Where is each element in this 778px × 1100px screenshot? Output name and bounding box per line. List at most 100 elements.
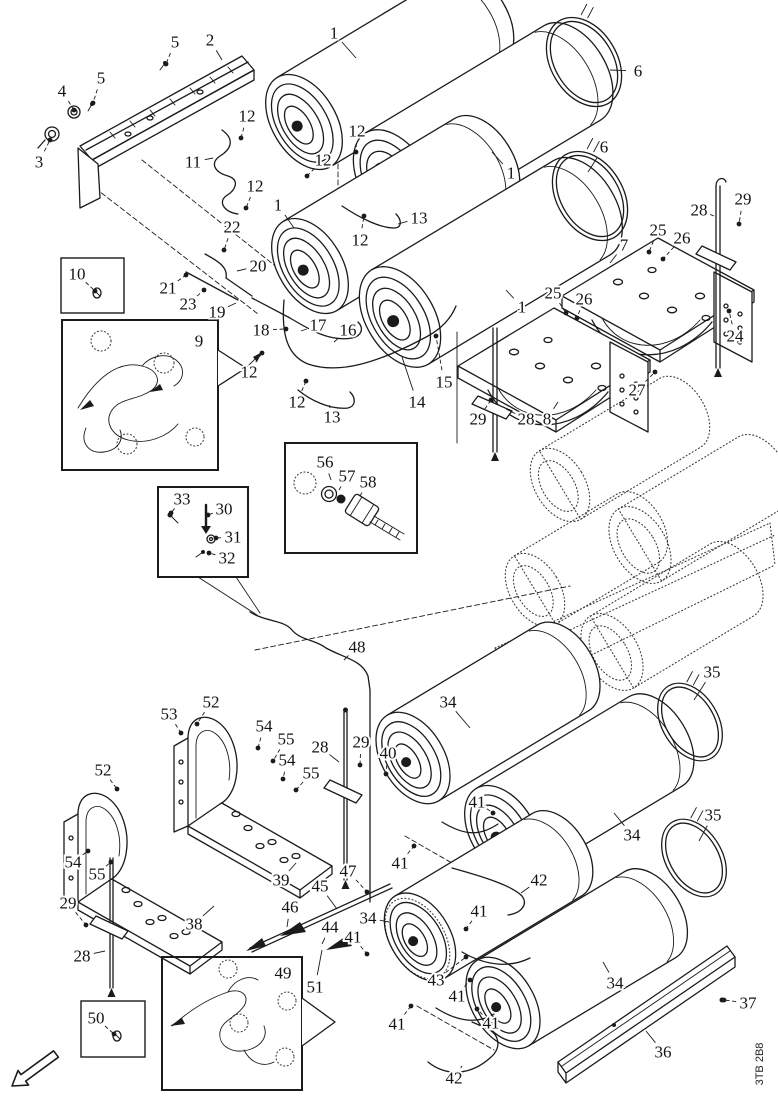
- callout-label: 27: [629, 381, 647, 400]
- mounting-rod-right: [695, 177, 737, 377]
- fastener-dot: [463, 954, 469, 960]
- callout-leader: [333, 337, 340, 343]
- fastener-dot: [283, 326, 289, 332]
- lower-rail-36: [557, 945, 736, 1084]
- callout-leader: [505, 408, 516, 415]
- callout-leader: [476, 1008, 483, 1015]
- callout-leader: [359, 492, 363, 497]
- callout-label: 46: [282, 898, 299, 917]
- fastener-dot: [488, 397, 494, 403]
- callout-label: 41: [345, 928, 362, 947]
- callout-label: 12: [315, 151, 332, 170]
- callout-leader: [321, 937, 326, 945]
- callout-leader: [455, 710, 471, 729]
- callout-leader: [215, 50, 223, 61]
- fastener-dot: [364, 951, 370, 957]
- callout-label: 1: [330, 24, 339, 43]
- callout-leader: [401, 356, 414, 391]
- callout-label: 12: [289, 393, 306, 412]
- callout-label: 12: [352, 231, 369, 250]
- fastener-dot: [243, 205, 249, 211]
- callout-label: 11: [185, 153, 201, 172]
- callout-leader: [728, 310, 733, 325]
- callout-label: 26: [674, 229, 691, 248]
- callout-leader: [738, 210, 742, 225]
- fastener-dot: [255, 745, 261, 751]
- callout-leader: [316, 949, 323, 976]
- callout-label: 12: [241, 363, 258, 382]
- callout-leader: [486, 808, 494, 814]
- callout-label: 41: [449, 987, 466, 1006]
- callout-leader: [236, 268, 247, 272]
- fastener-dot: [726, 308, 732, 314]
- fastener-dot: [71, 107, 77, 113]
- fastener-dot: [357, 762, 363, 768]
- hose-48: [249, 611, 371, 903]
- callout-leader: [645, 371, 656, 382]
- callout-leader: [93, 950, 106, 954]
- fastener-dot: [178, 730, 184, 736]
- fastener-dot: [574, 315, 580, 321]
- fastener-dot: [270, 758, 276, 764]
- callout-label: 38: [186, 915, 203, 934]
- fastener-dot: [280, 776, 286, 782]
- fastener-dot: [259, 350, 265, 356]
- tank-bracket-7: [561, 237, 755, 363]
- fastener-dot: [90, 100, 96, 106]
- callout-label: 44: [322, 918, 340, 937]
- callout-label: 53: [161, 705, 178, 724]
- callout-label: 28: [691, 201, 708, 220]
- fastener-dot: [474, 1006, 480, 1012]
- callout-leader: [355, 879, 368, 893]
- bottom-air-tubes: [427, 821, 531, 1073]
- callout-leader: [85, 281, 96, 292]
- callout-leader: [338, 486, 342, 491]
- fastener-dot: [206, 550, 212, 556]
- callout-label: 9: [195, 332, 204, 351]
- callout-label: 41: [471, 902, 488, 921]
- callout-leader: [284, 214, 295, 229]
- fastener-dot: [433, 333, 439, 339]
- callout-label: 42: [446, 1069, 463, 1088]
- callout-leader: [445, 956, 467, 974]
- callout-label: 5: [171, 33, 180, 52]
- callout-label: 36: [655, 1043, 672, 1062]
- callout-label: 31: [225, 528, 242, 547]
- callout-label: 42: [531, 871, 548, 890]
- callout-label: 54: [279, 751, 297, 770]
- callout-label: 7: [620, 236, 629, 255]
- fastener-dot: [47, 137, 53, 143]
- callout-label: 20: [250, 257, 267, 276]
- callout-label: 30: [216, 500, 233, 519]
- callout-leader: [435, 335, 443, 371]
- callout-leader: [602, 961, 610, 973]
- fastener-dot: [463, 926, 469, 932]
- callout-leader: [520, 886, 530, 894]
- callout-label: 25: [650, 221, 667, 240]
- callout-label: 26: [576, 290, 593, 309]
- inset-box-9: [61, 319, 263, 471]
- callout-label: 41: [483, 1014, 500, 1033]
- fastener-dot: [205, 512, 211, 518]
- air-tubes: [185, 129, 458, 444]
- callout-label: 8: [543, 410, 552, 429]
- callout-leader: [709, 214, 715, 217]
- air-tank-34c: [383, 809, 594, 982]
- callout-label: 35: [704, 663, 721, 682]
- fastener-dot: [194, 721, 200, 727]
- callout-label: 25: [545, 284, 562, 303]
- callout-label: 56: [317, 453, 334, 472]
- callout-label: 55: [303, 764, 320, 783]
- callout-label: 13: [411, 209, 428, 228]
- callout-label: 41: [392, 854, 409, 873]
- callout-label: 37: [740, 994, 758, 1013]
- callout-label: 43: [428, 971, 445, 990]
- callout-label: 4: [58, 82, 67, 101]
- callout-label: 52: [95, 761, 112, 780]
- callout-label: 5: [97, 69, 106, 88]
- fastener-dot: [303, 378, 309, 384]
- callout-leader: [379, 919, 390, 923]
- callout-label: 55: [278, 730, 295, 749]
- fastener-dot: [411, 843, 417, 849]
- callout-label: 17: [310, 316, 328, 335]
